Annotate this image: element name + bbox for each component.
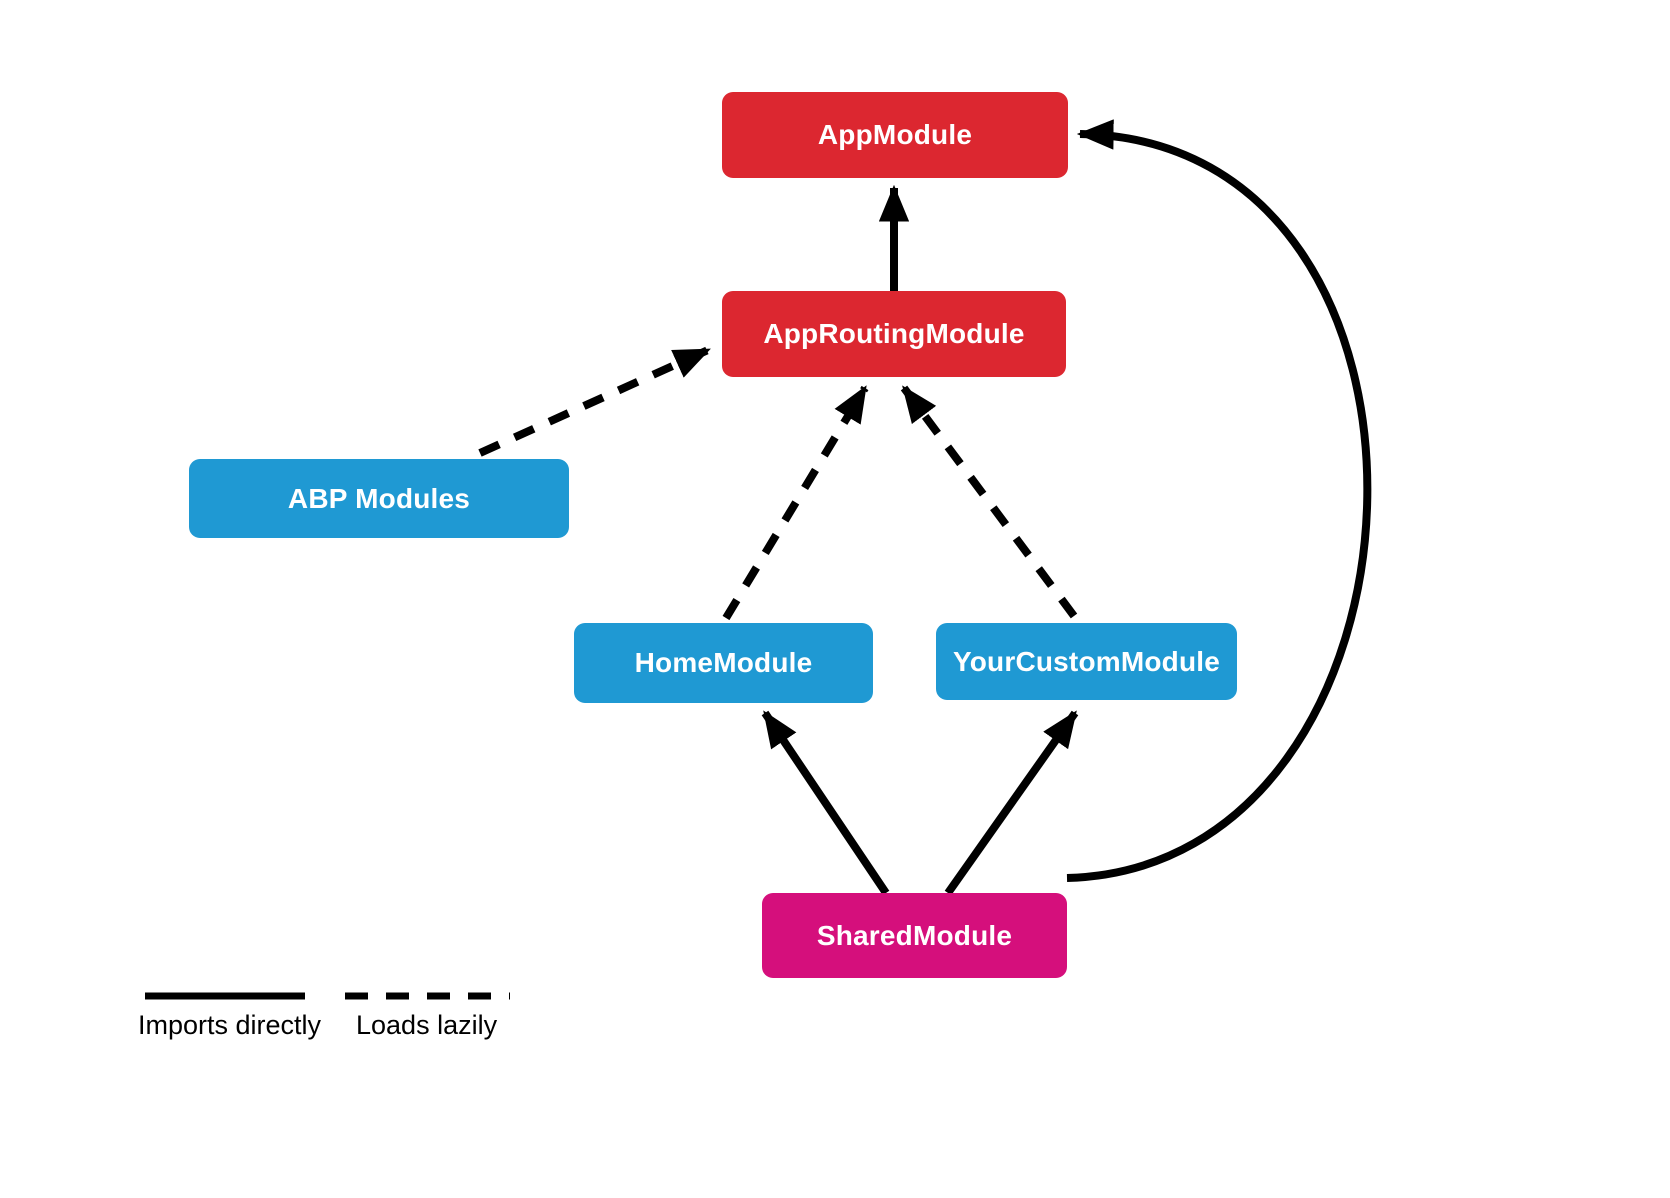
node-homemodule: HomeModule	[574, 623, 873, 703]
edge-yourcustommodule-to-approutingmodule	[900, 385, 1078, 619]
node-sharedmodule-label: SharedModule	[816, 919, 1013, 951]
edge-sharedmodule-to-homemodule	[761, 710, 890, 896]
legend-dashed-label: Loads lazily	[356, 1010, 498, 1040]
edge-sharedmodule-to-appmodule-curve	[1066, 119, 1372, 882]
node-sharedmodule: SharedModule	[762, 893, 1067, 978]
node-abpmodules-label: ABP Modules	[287, 482, 471, 514]
node-approutingmodule: AppRoutingModule	[722, 291, 1066, 377]
edge-homemodule-to-approutingmodule	[722, 385, 869, 621]
node-appmodule-label: AppModule	[817, 119, 973, 150]
node-homemodule-label: HomeModule	[634, 647, 813, 678]
node-abpmodules: ABP Modules	[189, 459, 569, 538]
edge-sharedmodule-to-yourcustommodule	[944, 710, 1079, 896]
legend-solid-label: Imports directly	[138, 1010, 322, 1040]
node-yourcustommodule-label: YourCustomModule	[952, 645, 1221, 677]
node-yourcustommodule: YourCustomModule	[936, 623, 1237, 700]
node-appmodule: AppModule	[722, 92, 1068, 178]
edge-abpmodules-to-approutingmodule	[478, 346, 711, 457]
node-approutingmodule-label: AppRoutingModule	[763, 318, 1025, 349]
